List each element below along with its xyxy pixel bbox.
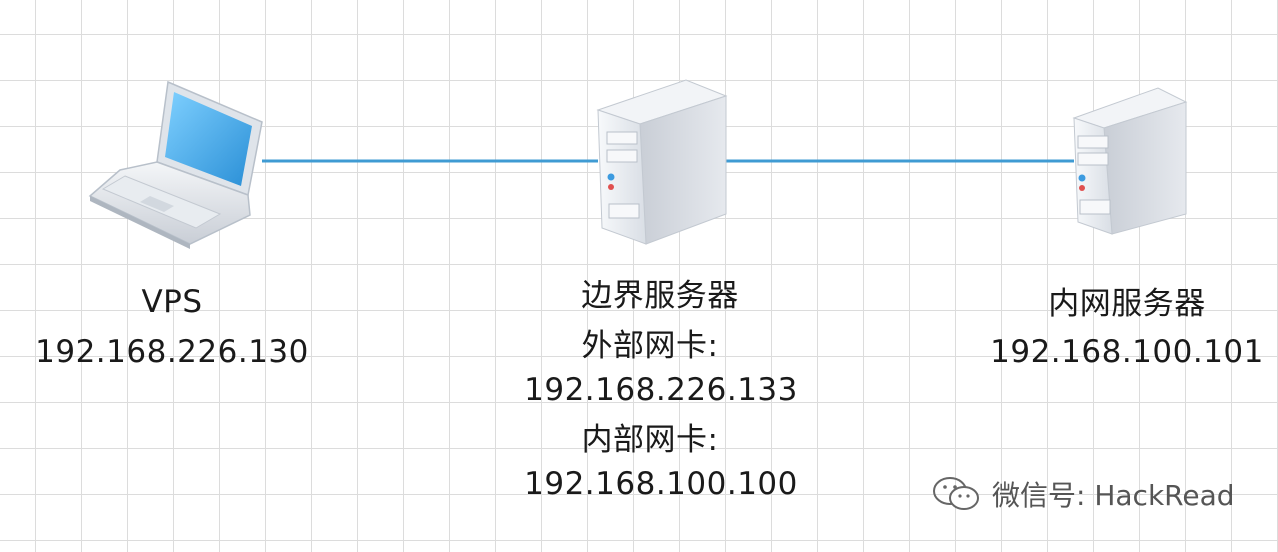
intranet-server-icon xyxy=(1072,87,1188,235)
laptop-icon xyxy=(88,80,263,249)
watermark: 微信号: HackRead xyxy=(930,472,1235,516)
edge-server-name: 边界服务器 xyxy=(581,278,739,314)
watermark-text: 微信号: HackRead xyxy=(992,479,1235,512)
wechat-icon xyxy=(933,477,979,510)
edge-external-ip: 192.168.226.133 xyxy=(524,372,798,408)
edge-external-nic-label: 外部网卡: xyxy=(581,328,719,364)
edge-internal-ip: 192.168.100.100 xyxy=(524,466,798,502)
edge-server-icon xyxy=(596,79,728,245)
intranet-server-name: 内网服务器 xyxy=(1048,286,1206,322)
edge-internal-nic-label: 内部网卡: xyxy=(581,422,719,458)
vps-name: VPS xyxy=(141,284,203,320)
intranet-server-ip: 192.168.100.101 xyxy=(990,334,1264,370)
vps-ip: 192.168.226.130 xyxy=(35,334,309,370)
